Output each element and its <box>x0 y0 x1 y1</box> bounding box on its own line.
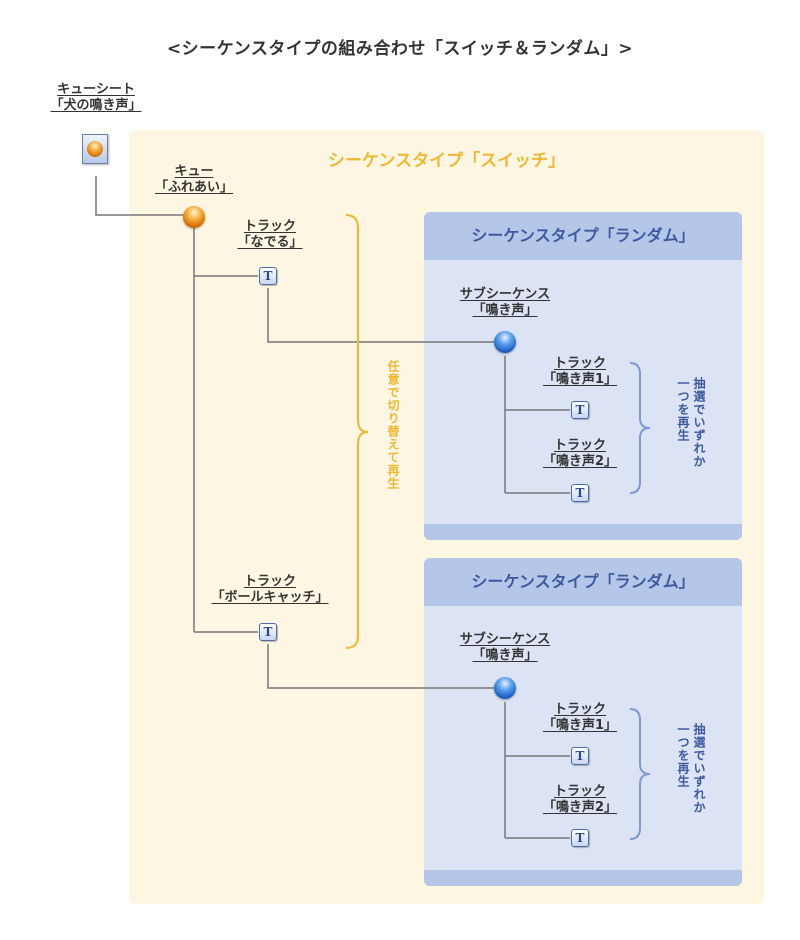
random-brace-note-1: 抽選でいずれか <box>692 377 706 468</box>
switch-panel-title: シーケンスタイプ「スイッチ」 <box>327 151 566 171</box>
track-icon[interactable]: T <box>571 829 589 847</box>
subsequence-label: サブシーケンス 「鳴き声」 <box>459 287 551 318</box>
cue-orb-icon[interactable] <box>183 206 205 228</box>
track-icon[interactable]: T <box>571 401 589 419</box>
random-panel-footer <box>424 524 742 540</box>
random-panel-title: シーケンスタイプ「ランダム」 <box>424 212 742 260</box>
random-brace-note-1: 抽選でいずれか <box>692 723 706 814</box>
random-brace-note-2: 一つを再生 <box>676 723 690 788</box>
track-label-nade: トラック 「なでる」 <box>237 219 303 250</box>
cue-label: キュー 「ふれあい」 <box>154 164 233 195</box>
track-label-naki-2: トラック 「鳴き声2」 <box>542 784 618 815</box>
subsequence-orb-icon[interactable] <box>494 331 516 353</box>
track-icon[interactable]: T <box>571 484 589 502</box>
track-label-naki-1: トラック 「鳴き声1」 <box>542 356 618 387</box>
subsequence-orb-icon[interactable] <box>494 677 516 699</box>
switch-brace-note: 任意で切り替えて再生 <box>386 360 400 490</box>
cue-sheet-label: キューシート 「犬の鳴き声」 <box>50 82 142 113</box>
track-icon[interactable]: T <box>259 623 277 641</box>
track-label-ball-catch: トラック 「ボールキャッチ」 <box>211 574 329 605</box>
track-icon[interactable]: T <box>571 747 589 765</box>
page-title: <シーケンスタイプの組み合わせ「スイッチ＆ランダム」> <box>166 39 634 59</box>
track-label-naki-1: トラック 「鳴き声1」 <box>542 702 618 733</box>
subsequence-label: サブシーケンス 「鳴き声」 <box>459 632 551 663</box>
random-panel-footer <box>424 870 742 886</box>
track-icon[interactable]: T <box>259 267 277 285</box>
track-label-naki-2: トラック 「鳴き声2」 <box>542 438 618 469</box>
cue-sheet-icon[interactable] <box>82 134 108 164</box>
random-panel-title: シーケンスタイプ「ランダム」 <box>424 558 742 606</box>
random-brace-note-2: 一つを再生 <box>676 377 690 442</box>
